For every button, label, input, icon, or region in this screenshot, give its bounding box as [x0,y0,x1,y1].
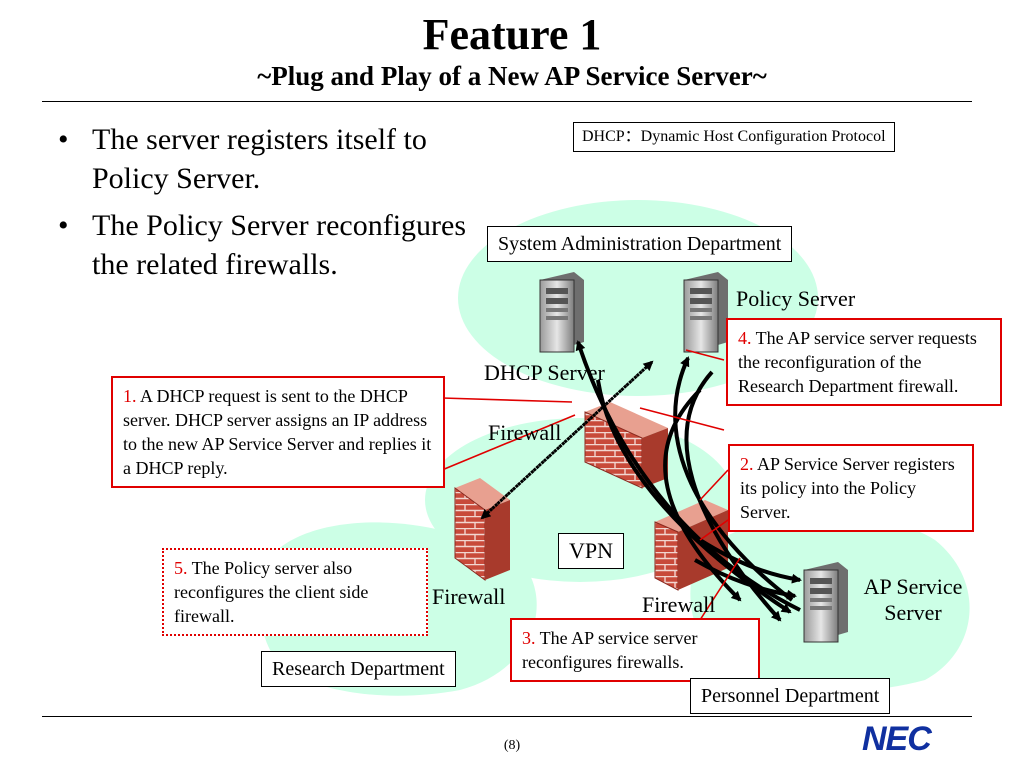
step-1-callout: 1. A DHCP request is sent to the DHCP se… [111,376,445,488]
reconfigure-arrow-3 [698,538,802,584]
firewall-top-label: Firewall [488,420,562,445]
dhcp-server-label: DHCP Server [484,360,605,385]
step-text: A DHCP request is sent to the DHCP serve… [123,386,432,478]
bullet-item: • The Policy Server reconfigures the rel… [58,206,498,284]
step-3-callout: 3. The AP service server reconfigures fi… [510,618,760,682]
step-text: The Policy server also reconfigures the … [174,558,369,626]
step-text: The AP service server requests the recon… [738,328,977,396]
reconfigure-arrow-2 [684,370,782,622]
reconfigure-arrow-4 [694,558,797,600]
bullet-item: • The server registers itself to Policy … [58,120,498,198]
ap-service-server-label: AP Service Server [863,574,963,625]
firewall-left-icon [454,478,510,581]
slide-subtitle: ~Plug and Play of a New AP Service Serve… [257,61,767,91]
step-5-callout: 5. The Policy server also reconfigures t… [162,548,428,636]
policy-server-label: Policy Server [736,286,856,311]
step-text: The AP service server reconfigures firew… [522,628,698,672]
bullet-text: The Policy Server reconfigures the relat… [92,209,467,281]
slide-title: Feature 1 [422,10,602,59]
bullet-marker: • [58,209,69,242]
step-number: 4. [738,328,752,348]
firewall-left-label: Firewall [432,584,506,609]
callout-1-connector [441,397,576,471]
policy-server-icon [683,272,728,353]
personnel-dept-label: Personnel Department [690,678,891,714]
system-admin-dept-label: System Administration Department [487,226,793,262]
callout-4-connector [639,349,725,431]
callout-3-connector [699,557,741,621]
callout-2-connector [699,469,729,541]
register-arrow-2 [673,356,794,602]
dhcp-server-icon [539,272,584,353]
ap-service-server-icon [803,562,848,643]
bullet-marker: • [58,123,69,156]
step-number: 1. [123,386,137,406]
step-4-callout: 4. The AP service server requests the re… [726,318,1002,406]
step-number: 3. [522,628,536,648]
top-divider [42,101,972,102]
vpn-label: VPN [558,533,625,569]
dhcp-definition-legend: DHCP：Dynamic Host Configuration Protocol [573,122,895,152]
bottom-divider [42,716,972,717]
bullet-text: The server registers itself to Policy Se… [92,123,427,195]
step-number: 5. [174,558,188,578]
research-dept-label: Research Department [261,651,456,687]
page-number: (8) [503,738,521,753]
step-number: 2. [740,454,754,474]
step-text: AP Service Server registers its policy i… [740,454,955,522]
nec-logo: NEC [862,720,932,758]
step-2-callout: 2. AP Service Server registers its polic… [728,444,974,532]
bullet-list: • The server registers itself to Policy … [58,120,498,292]
firewall-right-label: Firewall [642,592,716,617]
